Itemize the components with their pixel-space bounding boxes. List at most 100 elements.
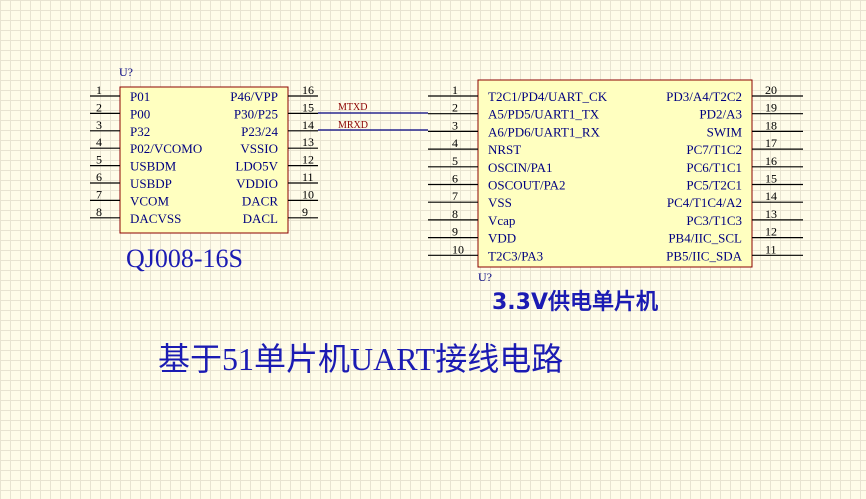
u1-left-pin-number: 1 bbox=[96, 83, 102, 97]
u1-right-pin-14[interactable]: 14 P23/24 bbox=[241, 118, 318, 139]
u2-left-pin-10[interactable]: 10 T2C3/PA3 bbox=[428, 242, 543, 263]
u1-right-pin-number: 10 bbox=[302, 187, 314, 201]
u1-right-pin-name: VSSIO bbox=[240, 141, 278, 156]
u2-left-pin-number: 8 bbox=[452, 207, 458, 221]
u2-right-pin-name: PB4/IIC_SCL bbox=[668, 231, 742, 246]
u2-left-pin-number: 4 bbox=[452, 136, 458, 150]
u1-left-pin-name: P00 bbox=[130, 106, 150, 121]
u2-right-pin-name: SWIM bbox=[707, 124, 743, 139]
u1-right-pin-9[interactable]: 9 DACL bbox=[243, 205, 318, 226]
u1-right-pin-number: 11 bbox=[302, 170, 314, 184]
u2-right-pin-number: 20 bbox=[765, 83, 777, 97]
u2-left-pin-number: 3 bbox=[452, 118, 458, 132]
u1-left-pin-name: P01 bbox=[130, 89, 150, 104]
u2-left-pin-number: 9 bbox=[452, 225, 458, 239]
u1-left-pin-name: USBDM bbox=[130, 159, 177, 174]
u1-right-pin-name: LDO5V bbox=[235, 159, 278, 174]
u2-right-pin-number: 12 bbox=[765, 225, 777, 239]
diagram-title: 基于51单片机UART接线电路 bbox=[158, 341, 563, 377]
u1-left-pin-3[interactable]: 3 P32 bbox=[90, 118, 150, 139]
u1-right-pin-name: VDDIO bbox=[236, 176, 278, 191]
u1-right-pin-11[interactable]: 11 VDDIO bbox=[236, 170, 318, 191]
u2-left-pin-number: 7 bbox=[452, 189, 458, 203]
u2-designator: U? bbox=[478, 270, 492, 284]
u1-left-pin-5[interactable]: 5 USBDM bbox=[90, 153, 177, 174]
u2-right-pin-number: 11 bbox=[765, 242, 777, 256]
u2-right-pin-18[interactable]: 18 SWIM bbox=[707, 118, 803, 139]
u1-left-pin-number: 7 bbox=[96, 187, 102, 201]
u2-left-pin-name: T2C1/PD4/UART_CK bbox=[488, 89, 608, 104]
u1-left-pin-7[interactable]: 7 VCOM bbox=[90, 187, 169, 208]
u1-right-pin-number: 14 bbox=[302, 118, 314, 132]
u2-right-pin-name: PC3/T1C3 bbox=[686, 213, 742, 228]
u2-right-pin-name: PC7/T1C2 bbox=[686, 142, 742, 157]
u1-right-pin-12[interactable]: 12 LDO5V bbox=[235, 153, 318, 174]
u1-right-pin-name: P23/24 bbox=[241, 124, 278, 139]
u2-left-pin-number: 6 bbox=[452, 172, 458, 186]
u2-right-pin-number: 15 bbox=[765, 172, 777, 186]
u1-left-pin-name: USBDP bbox=[130, 176, 172, 191]
u2-body[interactable] bbox=[477, 79, 753, 268]
u1-body[interactable] bbox=[119, 86, 289, 234]
u2-right-pin-12[interactable]: 12 PB4/IIC_SCL bbox=[668, 225, 803, 246]
u1-left-pin-name: DACVSS bbox=[130, 211, 181, 226]
u1-left-pin-number: 3 bbox=[96, 118, 102, 132]
u1-left-pin-name: VCOM bbox=[130, 193, 169, 208]
u1-left-pin-6[interactable]: 6 USBDP bbox=[90, 170, 172, 191]
u2-right-pin-15[interactable]: 15 PC5/T2C1 bbox=[686, 172, 803, 193]
u1-right-pin-name: DACL bbox=[243, 211, 278, 226]
u1-right-pin-number: 9 bbox=[302, 205, 308, 219]
u2-right-pin-17[interactable]: 17 PC7/T1C2 bbox=[686, 136, 803, 157]
u1-right-pin-number: 16 bbox=[302, 83, 314, 97]
u1-left-pin-number: 4 bbox=[96, 135, 102, 149]
u2-right-pin-number: 18 bbox=[765, 118, 777, 132]
u1-left-pin-1[interactable]: 1 P01 bbox=[90, 83, 150, 104]
u1-right-pin-number: 15 bbox=[302, 100, 314, 114]
u2-right-pin-20[interactable]: 20 PD3/A4/T2C2 bbox=[666, 83, 803, 104]
u2-left-pin-6[interactable]: 6 OSCOUT/PA2 bbox=[428, 172, 566, 193]
u1-left-pin-number: 5 bbox=[96, 153, 102, 167]
u2-left-pin-name: T2C3/PA3 bbox=[488, 248, 543, 263]
net-label-mtxd: MTXD bbox=[338, 102, 367, 113]
u1-left-pin-name: P32 bbox=[130, 124, 150, 139]
u1-right-pin-name: P30/P25 bbox=[234, 106, 278, 121]
u2-left-pin-name: NRST bbox=[488, 142, 521, 157]
u2-left-pin-number: 10 bbox=[452, 242, 464, 256]
u2-right-pin-number: 17 bbox=[765, 136, 777, 150]
u1-right-pin-15[interactable]: 15 P30/P25 bbox=[234, 100, 318, 121]
u2-right-pin-name: PD2/A3 bbox=[699, 107, 742, 122]
u2-left-pin-4[interactable]: 4 NRST bbox=[428, 136, 521, 157]
u2-left-pin-name: OSCOUT/PA2 bbox=[488, 178, 566, 193]
u1-left-pin-number: 6 bbox=[96, 170, 102, 184]
u2-right-pin-name: PC6/T1C1 bbox=[686, 160, 742, 175]
u2-left-pin-number: 5 bbox=[452, 154, 458, 168]
u2-right-pin-name: PC4/T1C4/A2 bbox=[667, 195, 742, 210]
u2-right-pin-name: PD3/A4/T2C2 bbox=[666, 89, 742, 104]
u1-right-pin-number: 12 bbox=[302, 153, 314, 167]
u2-part-name: 3.3V供电单片机 bbox=[492, 289, 658, 315]
u2-right-pin-name: PC5/T2C1 bbox=[686, 178, 742, 193]
